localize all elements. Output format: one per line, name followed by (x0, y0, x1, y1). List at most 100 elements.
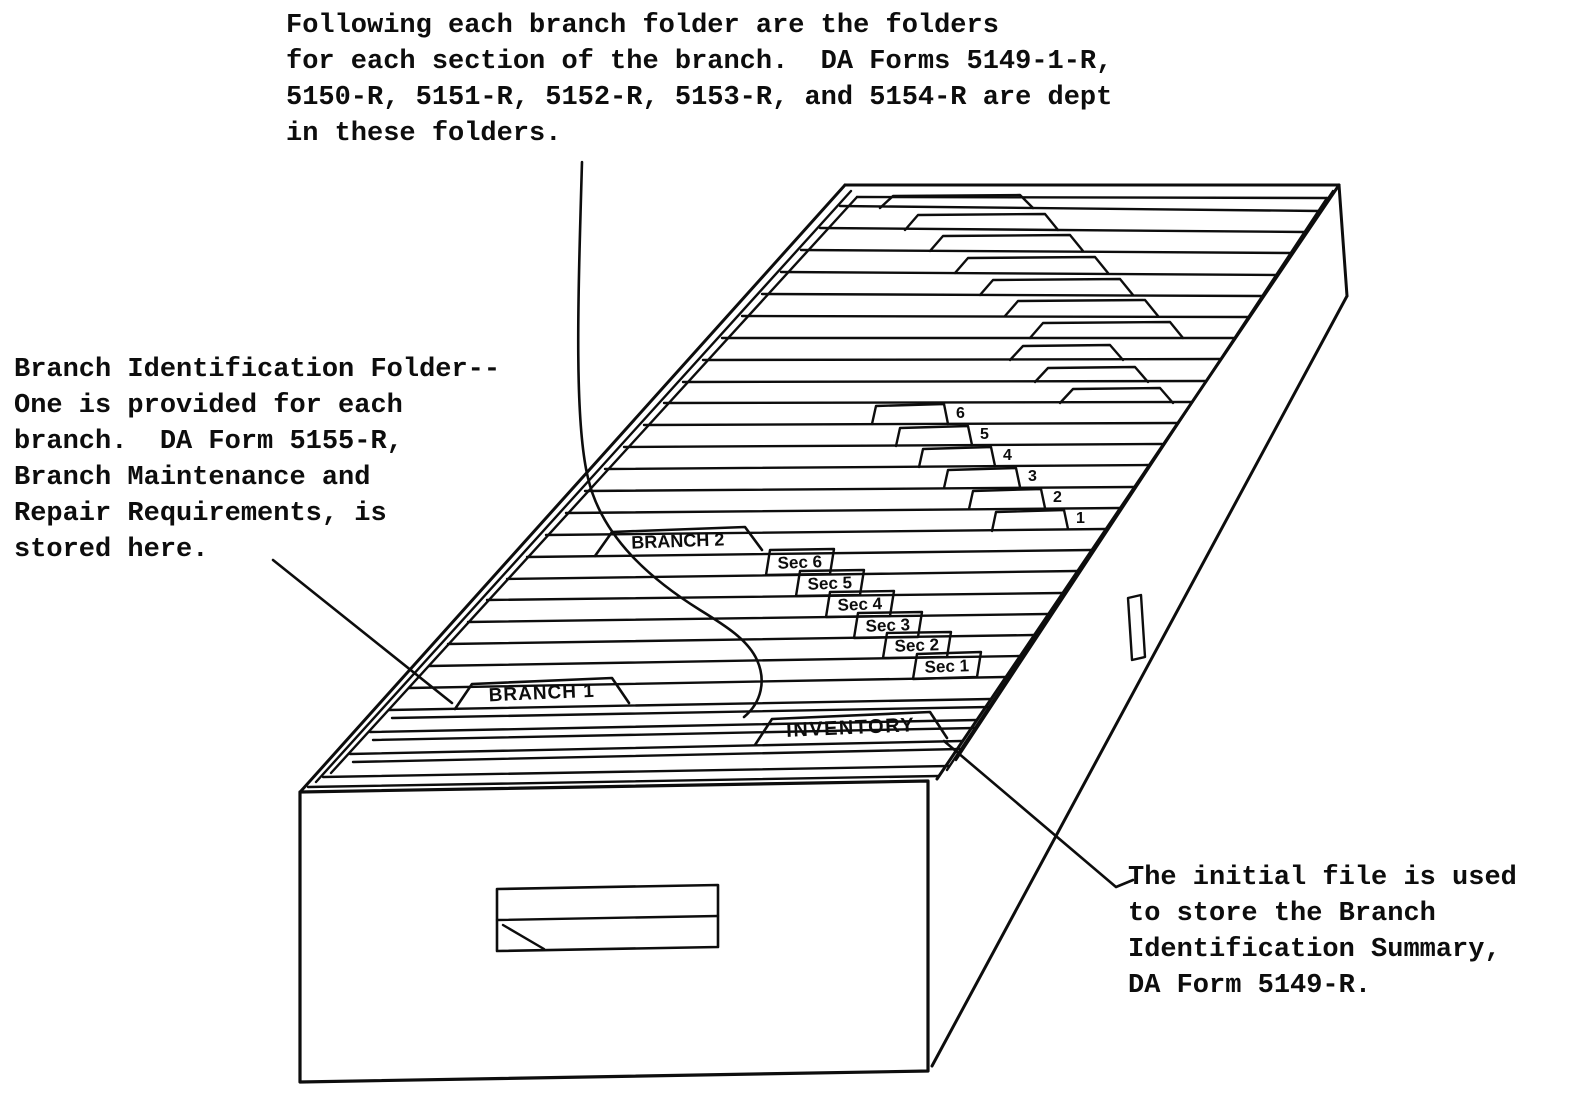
tab-sec-4-label: Sec 4 (837, 594, 883, 615)
folder-edge (387, 697, 993, 712)
folder-tab-bump (878, 193, 1035, 210)
folder-edge (390, 705, 991, 720)
leader-left-note-to-branch-1-tab (271, 558, 454, 705)
tab-inventory-label: INVENTORY (786, 714, 916, 742)
front-panel-face (298, 779, 930, 1084)
folder-edge (583, 485, 1136, 493)
drawer-right-rail (935, 183, 1341, 781)
folder-edge (544, 527, 1107, 537)
tab-branch2-section-4-label: 4 (1003, 447, 1012, 464)
tab-box (764, 547, 836, 577)
folder-tab-bump (1003, 298, 1160, 318)
folder-edge (351, 747, 962, 764)
folder-tab-bump (928, 233, 1085, 253)
folder-edge (603, 463, 1150, 471)
tab-sec-5-label: Sec 5 (807, 573, 852, 594)
tab-bump (453, 676, 631, 711)
leader-top-note-to-section-folders (576, 160, 763, 719)
tab-box (794, 568, 866, 598)
tab-step (990, 508, 1070, 533)
folder-edge (564, 506, 1122, 515)
folder-tab-bumps (878, 193, 1185, 405)
folder-edge (407, 675, 1007, 690)
tab-branch2-section-3: 3 (942, 466, 1037, 490)
tab-sec-3: Sec 3 (852, 610, 924, 640)
tab-branch2-section-2-label: 2 (1053, 489, 1062, 506)
tab-branch2-section-4: 4 (917, 445, 1012, 469)
tab-step (942, 466, 1022, 490)
rail-edge (954, 196, 1329, 762)
tab-step (894, 424, 974, 448)
tab-sec-6: Sec 6 (764, 547, 836, 577)
tab-box (881, 630, 953, 660)
tab-branch-2-label: BRANCH 2 (631, 529, 725, 552)
folder-tab-bump (953, 255, 1110, 275)
tab-branch2-section-5-label: 5 (980, 426, 989, 443)
folder-tab-bump (1033, 365, 1150, 384)
folder-edge (622, 442, 1164, 449)
folder-edge (485, 591, 1064, 602)
note-branch-section-folders: Following each branch folder are the fol… (286, 11, 1113, 149)
label-holder-corner-fold (501, 923, 546, 951)
folder-edge (818, 226, 1307, 234)
tab-bump (593, 525, 764, 558)
folder-edge (348, 739, 964, 756)
folder-edge (662, 400, 1193, 405)
tab-step (967, 487, 1047, 511)
rim-edge (855, 195, 1329, 200)
drawer-front-panel (298, 779, 930, 1084)
tab-sec-6-label: Sec 6 (777, 552, 822, 573)
drawer-frame (299, 183, 1349, 1068)
tab-branch-2: BRANCH 2 (593, 525, 764, 558)
rail-edge (314, 189, 853, 784)
branch2-section-tabs: 1 2 3 4 5 6 (870, 402, 1085, 533)
tab-branch2-section-1: 1 (990, 508, 1085, 533)
folder-tab-bump (1008, 343, 1125, 362)
rim-edge (321, 764, 951, 779)
drawer-label-holder (495, 883, 720, 953)
folder-edge (466, 612, 1050, 624)
label-holder-divider (495, 914, 720, 922)
folder-edge (368, 718, 979, 734)
folder-edge (779, 270, 1279, 277)
drawer-back-rim (843, 183, 1341, 200)
tab-sec-5: Sec 5 (794, 568, 866, 598)
note-initial-file: The initial file is used to store the Br… (1128, 863, 1517, 1001)
drawer-right-side-wall (930, 183, 1349, 1068)
folder-edge (701, 357, 1222, 362)
wall-edge (930, 294, 1349, 1068)
tab-branch-1-label: BRANCH 1 (488, 681, 595, 707)
leader-inventory-tab-to-bottom-note (942, 739, 1135, 889)
rail-edge (299, 183, 847, 793)
tab-box (852, 610, 924, 640)
folder-edge (642, 421, 1179, 427)
tab-step (917, 445, 997, 469)
tab-box (911, 650, 983, 681)
tab-branch2-section-6-label: 6 (956, 405, 965, 422)
tab-branch-1: BRANCH 1 (453, 676, 631, 711)
tab-bump (753, 710, 949, 747)
tab-sec-4: Sec 4 (824, 589, 896, 619)
folder-tab-bump (978, 277, 1135, 297)
drawer-front-rim (306, 764, 951, 789)
leader-lines (271, 160, 1135, 889)
folder-tab-bump (1028, 320, 1185, 340)
tab-step (870, 402, 950, 426)
rim-edge (306, 774, 941, 789)
folder-edge (740, 314, 1250, 319)
tab-sec-1-label: Sec 1 (924, 656, 969, 677)
tab-branch2-section-5: 5 (894, 424, 989, 448)
tab-branch2-section-3-label: 3 (1028, 468, 1037, 485)
tab-box (824, 589, 896, 619)
tab-inventory: INVENTORY (753, 710, 949, 747)
folder-edge (525, 548, 1093, 559)
tab-branch2-section-2: 2 (967, 487, 1062, 511)
folder-edge (799, 248, 1293, 255)
folder-edge (681, 379, 1207, 384)
folder-edge (371, 726, 977, 742)
folder-edge (838, 204, 1322, 213)
label-holder-frame (495, 883, 720, 953)
tab-sec-2: Sec 2 (881, 630, 953, 660)
folder-tab-bump (1058, 386, 1175, 405)
